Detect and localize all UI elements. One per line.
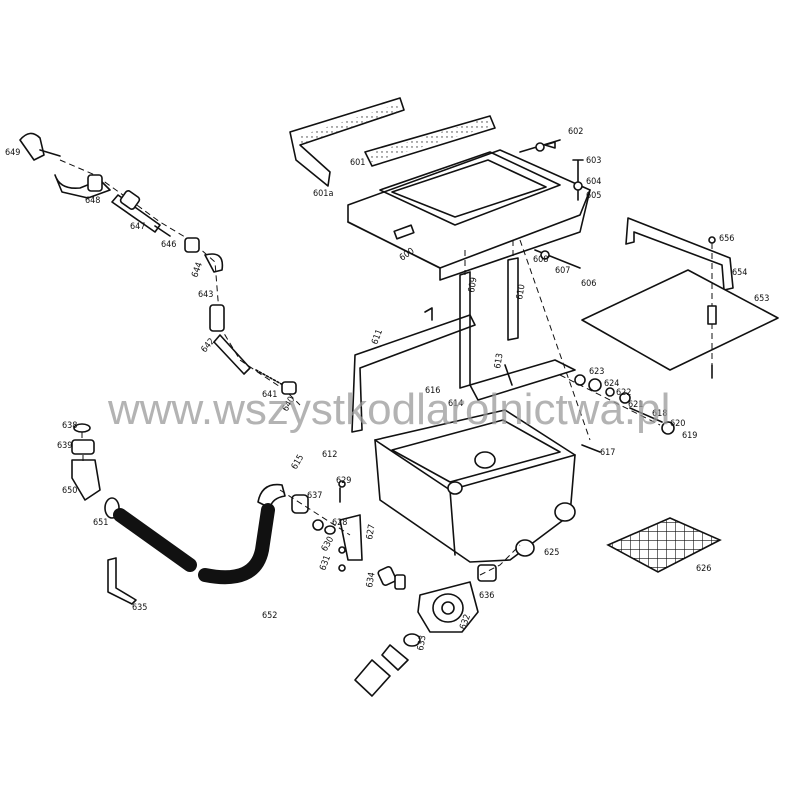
part-label: 613 bbox=[493, 353, 506, 370]
part-label: 641 bbox=[262, 390, 277, 400]
part-label: 630 bbox=[320, 535, 336, 553]
part-label: 627 bbox=[365, 524, 378, 541]
part-label: 642 bbox=[200, 337, 218, 355]
part-label: 656 bbox=[719, 234, 734, 244]
part-label: 616 bbox=[425, 386, 440, 396]
part-label: 622 bbox=[616, 388, 631, 398]
part-label: 623 bbox=[589, 367, 604, 377]
part-label: 619 bbox=[682, 431, 697, 441]
part-label: 620 bbox=[670, 419, 685, 429]
part-label: 612 bbox=[322, 450, 337, 460]
part-label: 634 bbox=[365, 572, 378, 589]
corrugated-hose bbox=[113, 483, 286, 585]
tank-624 bbox=[374, 409, 576, 563]
part-label: 607 bbox=[555, 266, 570, 276]
watermark-text: www.wszystkodlarolnictwa.pl bbox=[107, 385, 670, 434]
assembly-leader-line bbox=[519, 239, 591, 441]
part-label: 644 bbox=[190, 261, 205, 279]
bracket-633 bbox=[107, 557, 137, 605]
part-label: 601a bbox=[313, 189, 333, 199]
part-label: 606 bbox=[581, 279, 596, 289]
part-label: 653 bbox=[754, 294, 769, 304]
part-label: 635 bbox=[132, 603, 147, 613]
lower-left-fittings bbox=[71, 423, 120, 519]
part-label: 637 bbox=[307, 491, 322, 501]
part-label: 629 bbox=[336, 476, 351, 486]
part-label: 603 bbox=[586, 156, 601, 166]
part-label: 624 bbox=[604, 379, 619, 389]
part-label: 638 bbox=[62, 421, 77, 431]
center-lower-fittings bbox=[279, 480, 363, 572]
part-label: 652 bbox=[262, 611, 277, 621]
part-label: 651 bbox=[93, 518, 108, 528]
part-label: 618 bbox=[652, 409, 667, 419]
part-label: 628 bbox=[332, 518, 347, 528]
part-label: 604 bbox=[586, 177, 601, 187]
part-label: 605 bbox=[586, 191, 601, 201]
support-frame-610 bbox=[351, 307, 576, 433]
main-frame-600 bbox=[347, 149, 591, 281]
part-label: 654 bbox=[732, 268, 747, 278]
part-label: 611 bbox=[370, 328, 385, 346]
part-label: 625 bbox=[544, 548, 559, 558]
part-label: 643 bbox=[198, 290, 213, 300]
part-label: 649 bbox=[5, 148, 20, 158]
right-plate-assembly bbox=[581, 217, 779, 379]
part-label: 650 bbox=[62, 486, 77, 496]
part-label: 639 bbox=[57, 441, 72, 451]
part-label: 648 bbox=[85, 196, 100, 206]
part-label: 615 bbox=[290, 453, 306, 471]
part-label: 610 bbox=[515, 284, 528, 301]
part-label: 614 bbox=[448, 399, 463, 409]
part-label: 647 bbox=[130, 222, 145, 232]
part-label: 633 bbox=[416, 635, 429, 652]
fastener-parts bbox=[519, 139, 675, 453]
part-label: 636 bbox=[479, 591, 494, 601]
part-label: 602 bbox=[568, 127, 583, 137]
pump-630-assembly bbox=[354, 544, 521, 697]
part-label: 608 bbox=[533, 255, 548, 265]
part-label: 621 bbox=[628, 400, 643, 410]
part-label: 601 bbox=[350, 158, 365, 168]
upper-hose-assembly bbox=[19, 132, 301, 406]
part-label: 617 bbox=[600, 448, 615, 458]
part-label: 626 bbox=[696, 564, 711, 574]
grille-623 bbox=[606, 517, 722, 573]
upper-trays bbox=[289, 97, 496, 187]
part-label: 646 bbox=[161, 240, 176, 250]
part-label: 632 bbox=[458, 613, 473, 631]
part-label: 631 bbox=[318, 554, 333, 572]
part-label: 609 bbox=[467, 277, 480, 294]
